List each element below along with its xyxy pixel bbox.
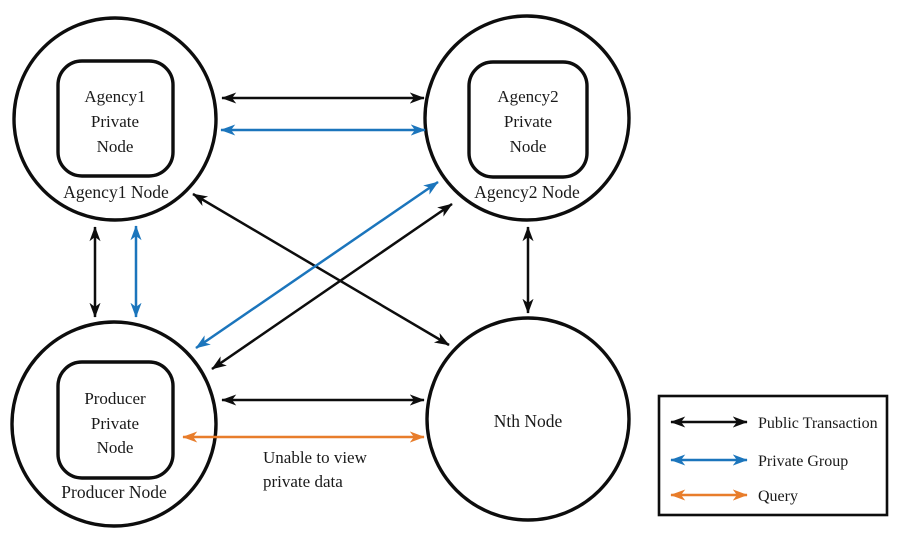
producer-private-line3: Node: [97, 438, 134, 457]
agency2-private-line2: Private: [504, 112, 552, 131]
agency1-private-line2: Private: [91, 112, 139, 131]
producer-private-line1: Producer: [84, 389, 146, 408]
legend-label-private: Private Group: [758, 453, 848, 470]
private-node-box-agency2: [467, 60, 589, 179]
edge-producer-agency2-private: [195, 180, 439, 350]
nth-node-label: Nth Node: [494, 411, 563, 431]
agency1-node-label: Agency1 Node: [63, 182, 169, 202]
legend-label-public: Public Transaction: [758, 415, 878, 432]
producer-private-line2: Private: [91, 414, 139, 433]
unable-to-view-line2: private data: [263, 472, 343, 491]
edge-producer-agency2-public: [211, 202, 453, 371]
node-circle-nth: [425, 316, 631, 522]
producer-node-label: Producer Node: [61, 482, 167, 502]
agency1-private-line3: Node: [97, 137, 134, 156]
agency1-private-line1: Agency1: [84, 87, 145, 106]
private-node-box-agency1: [56, 59, 175, 178]
private-node-box-producer: [56, 360, 175, 480]
unable-to-view-line1: Unable to view: [263, 448, 368, 467]
agency2-private-line3: Node: [510, 137, 547, 156]
legend-label-query: Query: [758, 488, 798, 505]
agency2-private-line1: Agency2: [497, 87, 558, 106]
agency2-node-label: Agency2 Node: [474, 182, 580, 202]
